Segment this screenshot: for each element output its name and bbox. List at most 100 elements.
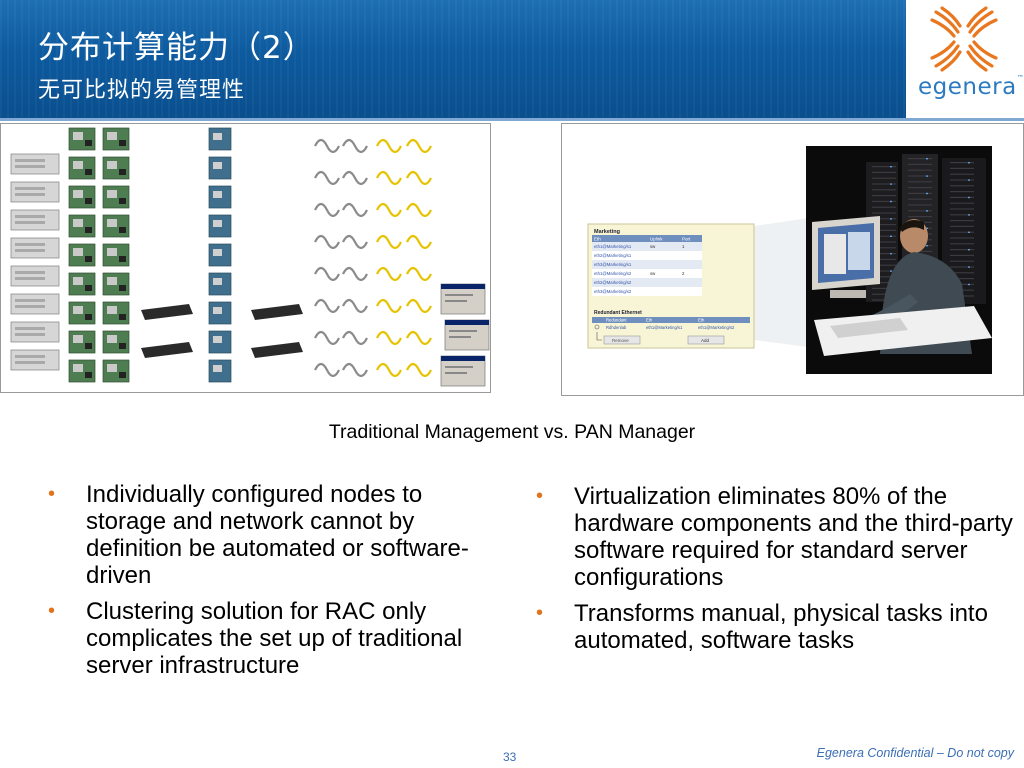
hba-card — [208, 185, 232, 209]
fiber-cable — [406, 138, 432, 154]
keyboard — [830, 318, 908, 338]
comparison-caption: Traditional Management vs. PAN Manager — [328, 421, 696, 443]
screen-remove-label: Remove — [612, 338, 629, 343]
slide-header — [0, 0, 1024, 118]
screen-table-cell: eth3@Marketing/s2 — [594, 289, 632, 294]
hba-card — [208, 127, 232, 151]
screen-table-cell: sw — [650, 271, 656, 276]
rack-of-servers-cables-switches-image — [10, 127, 490, 387]
fiber-cable — [376, 362, 402, 378]
network-cable — [342, 266, 368, 282]
screen-redundant-header-1: Redundant — [606, 318, 627, 323]
bullet-dot-icon: • — [48, 600, 56, 622]
screen-redundant-eth-1: eth1@Marketing/s1 — [646, 325, 683, 330]
right-bullet-list: • Virtualization eliminates 80% of the ha… — [536, 483, 1016, 663]
egenera-x-logo-icon — [930, 6, 998, 72]
left-bullet-2-text: Clustering solution for RAC only complic… — [86, 598, 463, 679]
network-cable — [314, 362, 340, 378]
rack-server — [10, 349, 60, 371]
network-cable — [342, 362, 368, 378]
software-dialog-window — [440, 355, 486, 387]
page-number: 33 — [503, 750, 517, 764]
screen-table-row: eth1@Marketing/s2 sw 2 — [592, 269, 702, 278]
network-card — [68, 272, 96, 296]
screen-section-title: Marketing — [594, 229, 620, 235]
network-cable — [342, 298, 368, 314]
network-card — [68, 243, 96, 267]
bullet-dot-icon: • — [536, 485, 544, 507]
hba-card — [208, 243, 232, 267]
screen-table-cell: eth1@Marketing/s2 — [594, 271, 632, 276]
screen-table-cell: 1 — [682, 244, 685, 249]
fiber-cable — [406, 170, 432, 186]
rack-server — [10, 181, 60, 203]
network-card — [102, 156, 130, 180]
hba-card — [208, 330, 232, 354]
slide-subtitle: 无可比拟的易管理性 — [38, 78, 246, 103]
screen-table-cell: eth2@Marketing/s1 — [594, 253, 632, 258]
rack-server — [10, 153, 60, 175]
fiber-cable — [376, 266, 402, 282]
network-cable — [314, 330, 340, 346]
header-divider — [0, 118, 1024, 121]
fiber-cable — [376, 330, 402, 346]
software-dialog-window — [440, 283, 486, 315]
hba-card — [208, 156, 232, 180]
screen-redundant-name: Rdhdenlab — [606, 325, 627, 330]
pan-manager-image: Marketing Eth Uplink Port eth1@Marketing… — [561, 123, 1024, 396]
screen-table-cell: eth3@Marketing/s1 — [594, 262, 632, 267]
screen-remove-button — [603, 335, 641, 345]
screen-table-cell: eth2@Marketing/s2 — [594, 280, 632, 285]
screen-table-cell: 2 — [682, 271, 685, 276]
fiber-cable — [376, 234, 402, 250]
screen-table-row: eth1@Marketing/s1 sw 1 — [592, 242, 702, 251]
bullet-dot-icon: • — [536, 602, 544, 624]
slide-title: 分布计算能力（2） — [38, 30, 315, 66]
network-switch — [251, 342, 303, 358]
screen-tree-line — [596, 332, 602, 341]
network-switch — [141, 304, 193, 320]
hba-card — [208, 301, 232, 325]
screen-radio-button — [594, 324, 600, 330]
network-switch — [251, 304, 303, 320]
fiber-cable — [406, 330, 432, 346]
traditional-hardware-image — [0, 123, 491, 393]
screen-add-button — [687, 335, 725, 345]
fiber-cable — [406, 202, 432, 218]
right-bullet-2: •Transforms manual, physical tasks into … — [536, 600, 1016, 654]
egenera-logo-text: egenera™ — [918, 74, 1024, 100]
screen-table-cell: sw — [650, 244, 656, 249]
network-card — [102, 214, 130, 238]
screen-header-uplink: Uplink — [650, 237, 663, 242]
screen-redundant-title: Redundant Ethernet — [594, 310, 642, 316]
rack-server — [10, 293, 60, 315]
screen-table-row: eth2@Marketing/s1 — [592, 251, 702, 260]
right-bullet-1-text: Virtualization eliminates 80% of the har… — [574, 483, 1013, 591]
logo-panel — [906, 0, 1024, 118]
fiber-cable — [406, 266, 432, 282]
logo-word: egenera — [918, 74, 1017, 100]
fiber-cable — [406, 298, 432, 314]
monitor — [812, 216, 880, 298]
network-card — [68, 214, 96, 238]
screen-table-rows: eth1@Marketing/s1 sw 1 eth2@Marketing/s1 eth… — [592, 242, 702, 296]
network-switch — [141, 342, 193, 358]
network-card — [102, 185, 130, 209]
network-card — [68, 156, 96, 180]
network-card — [102, 243, 130, 267]
network-cable — [314, 202, 340, 218]
screen-redundant-eth-2: eth1@Marketing/s2 — [698, 325, 735, 330]
network-cable — [342, 170, 368, 186]
screen-redundant-header — [592, 317, 750, 323]
network-card — [68, 185, 96, 209]
screen-table-cell: eth1@Marketing/s1 — [594, 244, 632, 249]
network-cable — [342, 202, 368, 218]
pan-manager-screen-operator-image: Marketing Eth Uplink Port eth1@Marketing… — [587, 146, 992, 374]
network-card — [102, 301, 130, 325]
rack-server — [10, 265, 60, 287]
left-bullet-1-text: Individually configured nodes to storage… — [86, 481, 469, 589]
fiber-cable — [376, 298, 402, 314]
software-dialog-window — [444, 319, 490, 351]
screen-table-row: eth3@Marketing/s1 — [592, 260, 702, 269]
screen-add-label: Add — [701, 338, 710, 343]
